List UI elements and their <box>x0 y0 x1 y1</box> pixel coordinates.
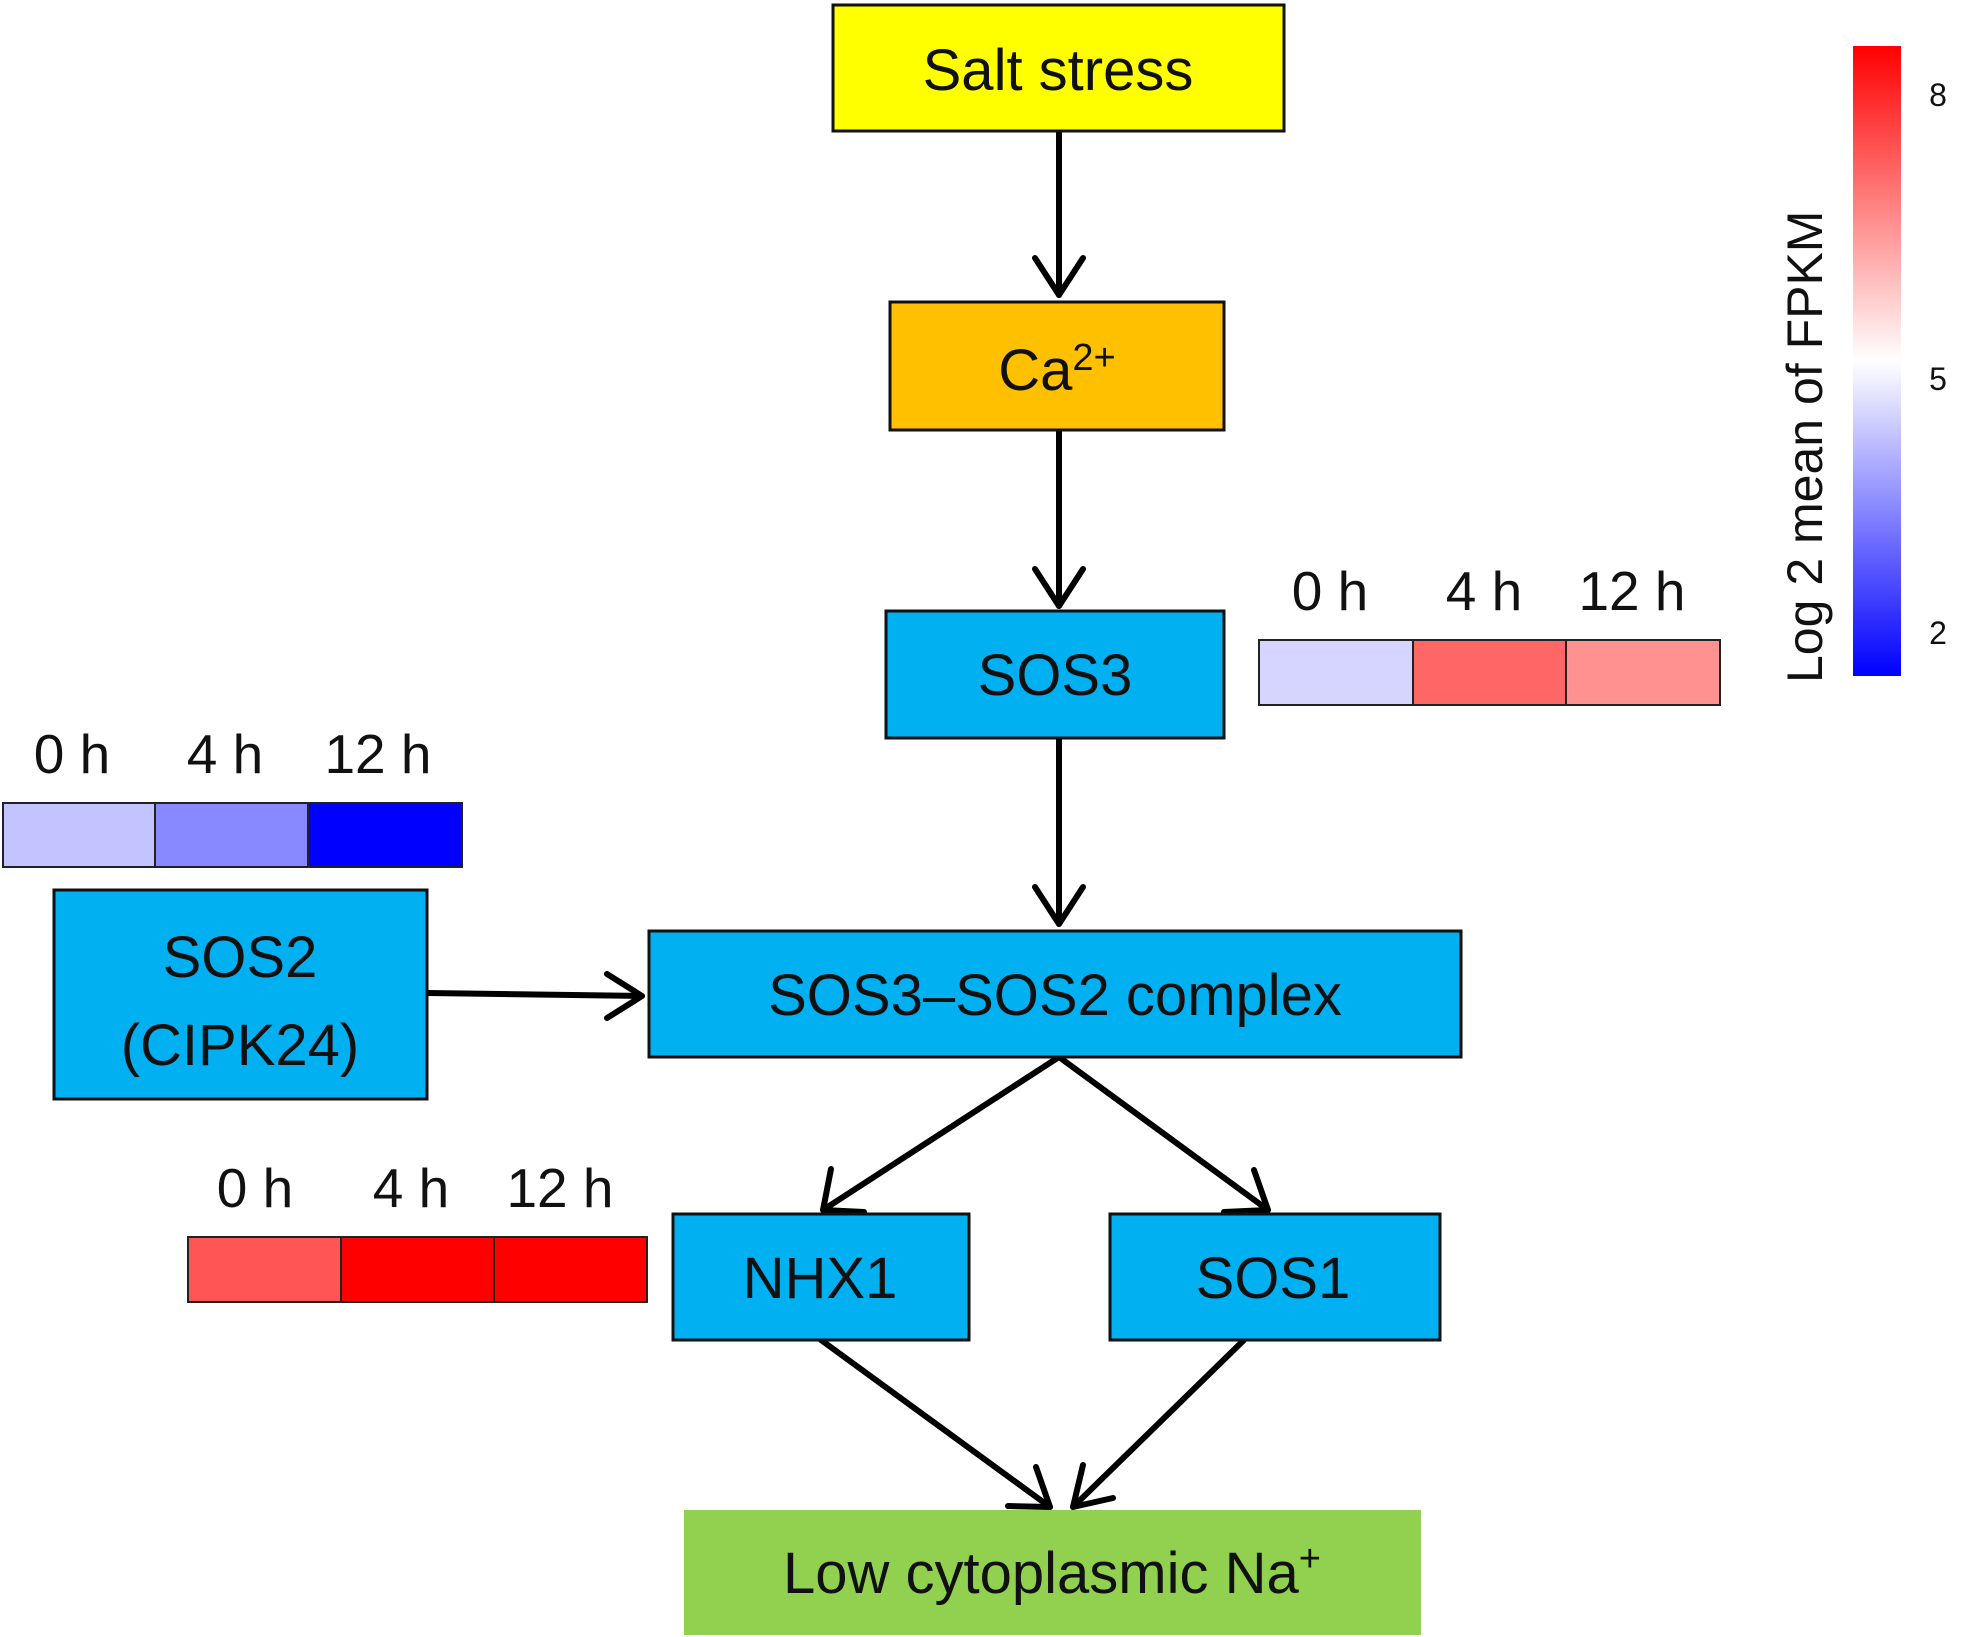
edge-sos1-to-sodium <box>1070 1337 1247 1510</box>
heatmap-cell <box>1258 639 1414 706</box>
node-nhx1: NHX1 <box>671 1212 971 1342</box>
heatmap-cell <box>493 1236 648 1303</box>
heatmap-sos3: 0 h 4 h 12 h <box>1258 560 1721 706</box>
heatmap-time-label: 0 h <box>1292 560 1368 622</box>
edge-complex-to-nhx1 <box>820 1054 1062 1215</box>
node-sos2: SOS2 (CIPK24) <box>52 888 429 1101</box>
node-sos3-sos2-complex: SOS3–SOS2 complex <box>647 929 1463 1059</box>
edge-sos3-to-complex <box>1032 735 1086 927</box>
heatmap-cell <box>187 1236 342 1303</box>
heatmap-nhx1: 0 h 4 h 12 h <box>187 1157 648 1303</box>
node-sos1-label: SOS1 <box>1196 1246 1351 1311</box>
edge-salt-to-ca <box>1032 100 1086 298</box>
heatmap-time-label: 12 h <box>1578 560 1685 622</box>
node-sos2-label-line2: (CIPK24) <box>121 1013 360 1078</box>
heatmap-cell <box>340 1236 495 1303</box>
heatmap-sos2: 0 h 4 h 12 h <box>2 723 463 868</box>
edge-ca-to-sos3 <box>1032 427 1086 609</box>
heatmap-time-label: 12 h <box>506 1157 613 1219</box>
node-calcium-superscript: 2+ <box>1072 337 1115 379</box>
heatmap-cell <box>1565 639 1721 706</box>
node-sos2-label-line1: SOS2 <box>163 925 318 990</box>
heatmap-time-label: 12 h <box>324 723 431 785</box>
node-sos1: SOS1 <box>1108 1212 1442 1342</box>
color-scale-legend: Log 2 mean of FPKM 8 5 2 <box>1777 46 1947 683</box>
node-salt-stress-label: Salt stress <box>923 38 1194 103</box>
legend-tick-label: 5 <box>1929 361 1947 397</box>
color-scale-bar <box>1853 46 1901 676</box>
heatmap-cell <box>2 802 156 868</box>
node-sodium-base: Low cytoplasmic Na <box>783 1541 1299 1606</box>
node-nhx1-label: NHX1 <box>743 1246 898 1311</box>
heatmap-time-label: 4 h <box>1446 560 1522 622</box>
node-calcium: Ca2+ <box>888 300 1226 432</box>
node-salt-stress: Salt stress <box>831 3 1286 133</box>
heatmap-time-label: 0 h <box>34 723 110 785</box>
legend-tick-label: 2 <box>1929 615 1947 651</box>
heatmap-cell <box>154 802 309 868</box>
heatmap-time-label: 4 h <box>373 1157 449 1219</box>
edges <box>425 100 1271 1510</box>
node-sodium-label: Low cytoplasmic Na+ <box>783 1538 1321 1606</box>
node-sos3-label: SOS3 <box>978 643 1133 708</box>
heatmap-time-label: 4 h <box>187 723 263 785</box>
heatmap-time-label: 0 h <box>217 1157 293 1219</box>
edge-nhx1-to-sodium <box>818 1337 1053 1510</box>
heatmap-cell <box>307 802 463 868</box>
nodes: Salt stress Ca2+ SOS3 SOS2 (CIPK24) SOS3… <box>52 3 1463 1635</box>
node-calcium-label: Ca2+ <box>998 337 1115 403</box>
heatmap-cell <box>1412 639 1567 706</box>
node-calcium-base: Ca <box>998 338 1073 403</box>
edge-sos2-to-complex <box>425 971 645 1021</box>
node-low-cytoplasmic-sodium: Low cytoplasmic Na+ <box>684 1510 1421 1635</box>
edge-complex-to-sos1 <box>1056 1054 1271 1215</box>
legend-tick-label: 8 <box>1929 77 1947 113</box>
node-sodium-superscript: + <box>1299 1538 1321 1580</box>
node-sos3: SOS3 <box>884 609 1226 740</box>
legend-title: Log 2 mean of FPKM <box>1777 211 1833 683</box>
node-complex-label: SOS3–SOS2 complex <box>768 963 1342 1028</box>
